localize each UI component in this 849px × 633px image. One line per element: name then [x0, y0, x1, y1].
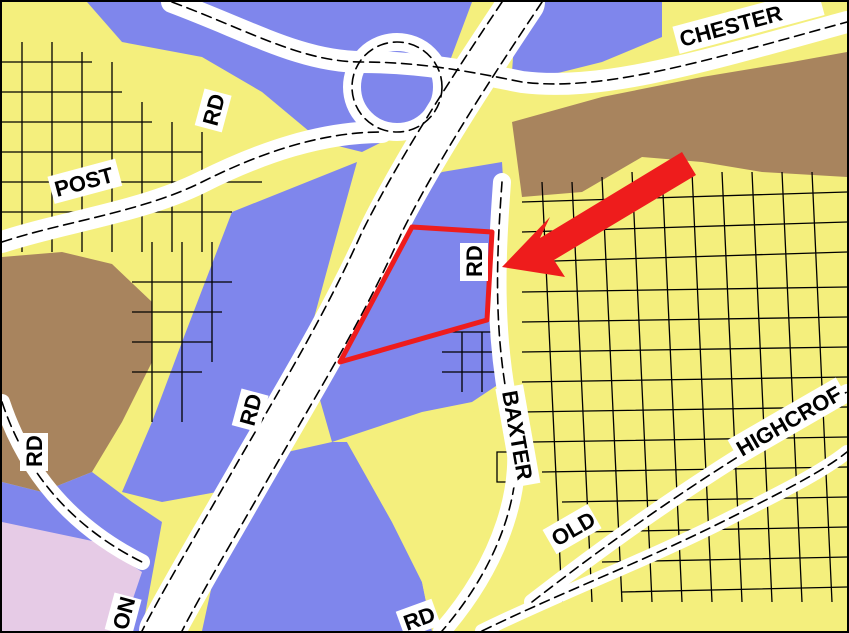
road-highway	[139, 2, 545, 631]
arrow-icon	[502, 152, 696, 277]
residential-parcel-central	[347, 407, 542, 631]
commercial-zone-central-west	[122, 162, 357, 502]
label-bottom-on: ON	[104, 592, 142, 631]
label-rd-left-text: RD	[22, 435, 47, 467]
parcel-lines	[2, 42, 847, 603]
open-space-zone-northeast	[512, 52, 847, 197]
open-space-zone-west	[2, 252, 152, 492]
commercial-zone-northeast	[512, 2, 662, 77]
label-rd-left: RD	[20, 433, 48, 471]
label-rd-site-text: RD	[462, 245, 487, 277]
site-boundary	[337, 224, 495, 365]
label-rd-site: RD	[460, 243, 488, 281]
